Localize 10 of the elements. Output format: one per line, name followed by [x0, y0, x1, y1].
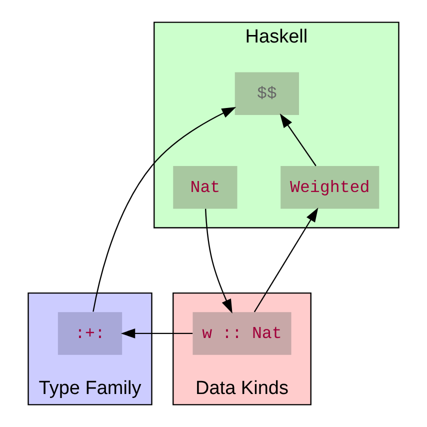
node-box: :+: — [58, 312, 122, 355]
arrow — [92, 106, 236, 312]
node-box: Nat — [173, 166, 238, 209]
node-box: $$ — [234, 72, 299, 115]
arrow — [120, 328, 193, 338]
arrow — [280, 114, 316, 166]
node-box: w :: Nat — [192, 312, 292, 355]
arrow — [254, 208, 318, 312]
node-box: Weighted — [280, 166, 380, 209]
arrow — [204, 208, 232, 314]
